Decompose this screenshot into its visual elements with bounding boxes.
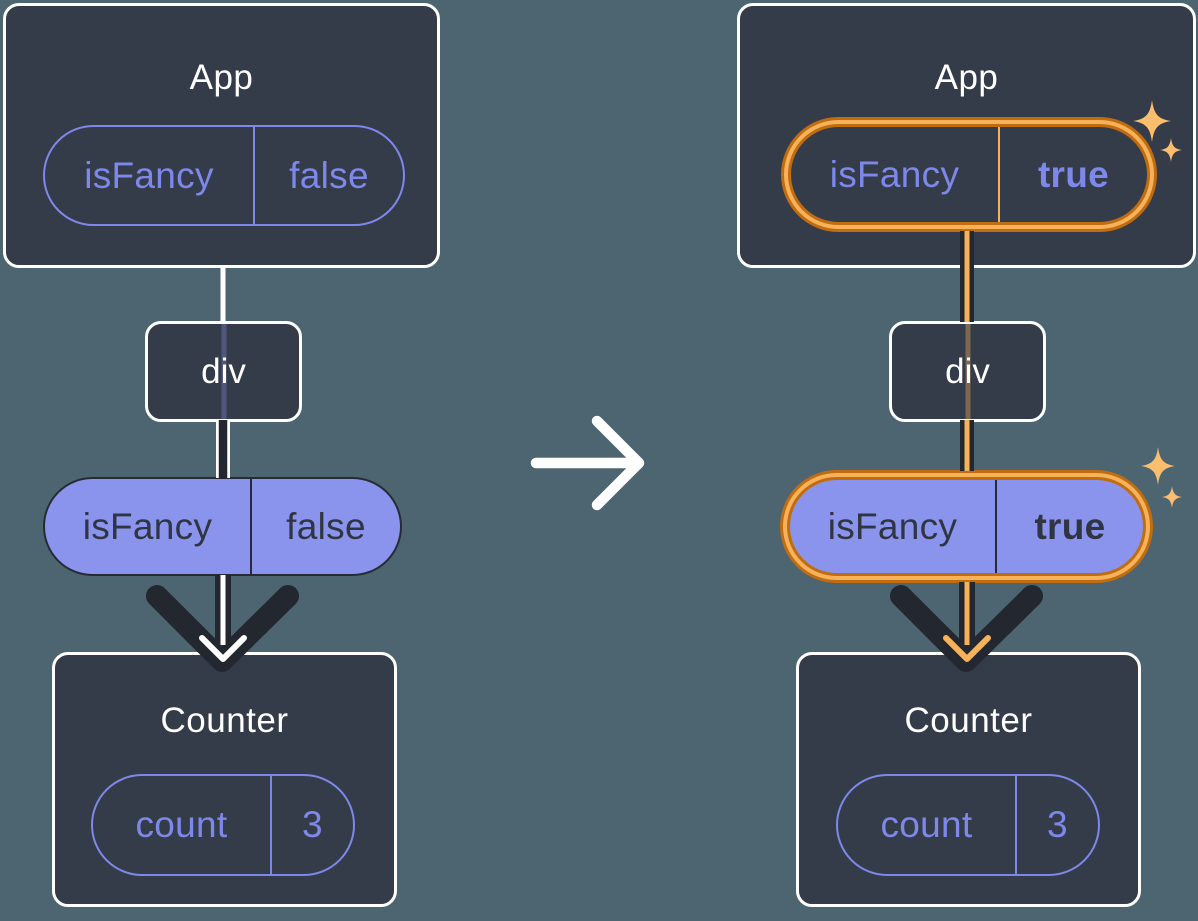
prop-name: isFancy (791, 127, 1000, 222)
state-name: count (838, 776, 1017, 874)
sparkle-icon (1162, 486, 1182, 508)
prop-name: isFancy (45, 127, 255, 224)
div-element-box: div (889, 321, 1046, 422)
prop-value: false (286, 505, 366, 547)
highlight-ring: isFancy true (781, 117, 1157, 232)
element-title: div (201, 351, 246, 391)
sparkle-icon (1141, 447, 1175, 485)
prop-value: true (1037, 153, 1110, 195)
component-title: Counter (160, 701, 289, 740)
state-pill: count 3 (91, 774, 355, 876)
ghost-connector-line (221, 324, 226, 419)
transition-arrow-icon (530, 415, 645, 511)
prop-pill: isFancy false (43, 125, 405, 226)
component-title: App (934, 58, 999, 97)
prop-pill: isFancy true (788, 124, 1150, 225)
counter-component-box: Counter count 3 (796, 652, 1141, 907)
component-title: App (189, 58, 254, 97)
app-component-box: App isFancy false (3, 3, 440, 268)
prop-name: isFancy (45, 479, 252, 574)
component-title: Counter (904, 701, 1033, 740)
state-pill: count 3 (836, 774, 1100, 876)
passed-prop-pill: isFancy false (43, 477, 402, 576)
state-value: 3 (302, 804, 323, 845)
highlight-ring: isFancy true (780, 470, 1153, 583)
passed-prop-pill: isFancy true (787, 477, 1146, 576)
prop-value: false (289, 154, 369, 196)
state-name: count (93, 776, 272, 874)
element-title: div (945, 351, 990, 391)
state-value: 3 (1047, 804, 1068, 845)
prop-value: true (1034, 505, 1106, 547)
app-component-box: App isFancy true (737, 3, 1196, 268)
ghost-connector-line (965, 324, 970, 419)
counter-component-box: Counter count 3 (52, 652, 397, 907)
prop-name: isFancy (790, 480, 997, 573)
div-element-box: div (145, 321, 302, 422)
